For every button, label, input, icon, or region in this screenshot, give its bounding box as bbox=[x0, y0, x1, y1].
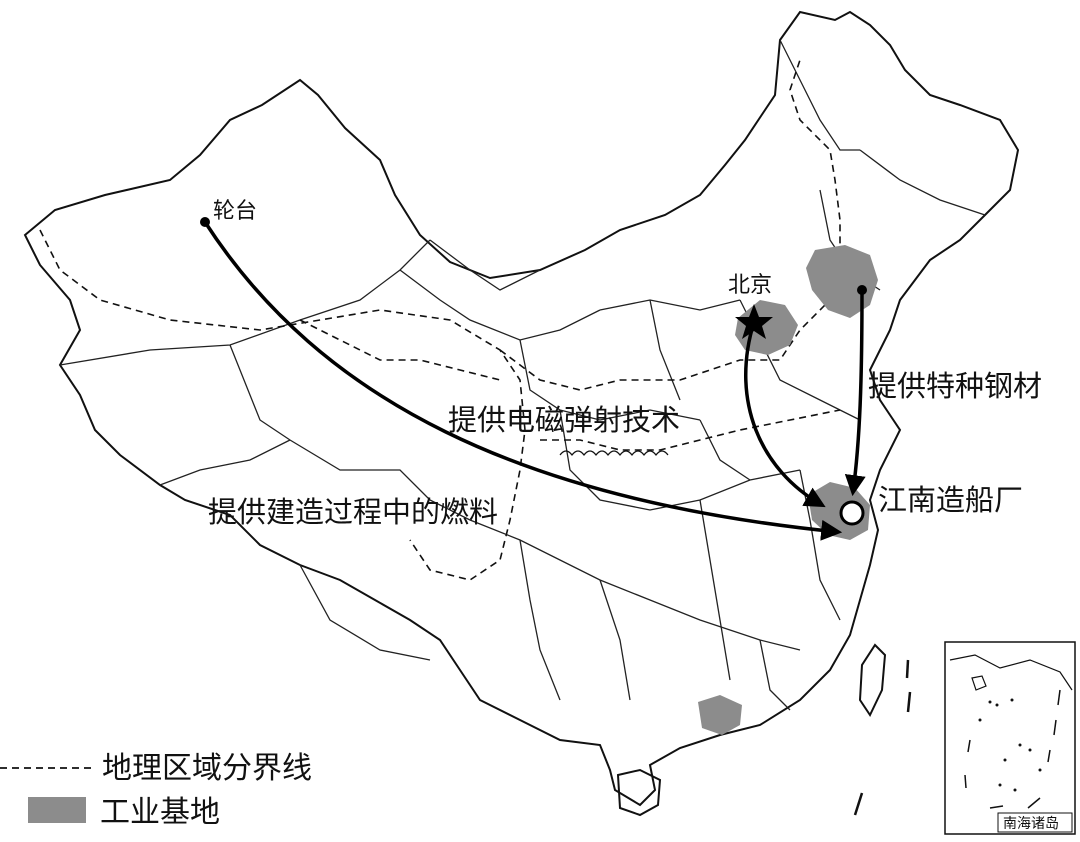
beijing-star-icon bbox=[735, 304, 773, 339]
taiwan-island bbox=[858, 643, 887, 718]
province-boundaries bbox=[59, 39, 986, 711]
flow-label-steel: 提供特种钢材 bbox=[868, 369, 1042, 403]
flow-arrow-fuel bbox=[203, 221, 843, 541]
legend-industrial-label: 工业基地 bbox=[100, 795, 220, 830]
legend-boundary-label: 地理区域分界线 bbox=[102, 751, 312, 786]
flow-arrow-steel bbox=[844, 289, 866, 497]
legend: 地理区域分界线 工业基地 bbox=[0, 751, 312, 830]
river-marks bbox=[559, 450, 669, 456]
industrial-base-liaozhong bbox=[806, 245, 878, 318]
luntai-point bbox=[200, 217, 210, 227]
industrial-base-zhujiang bbox=[698, 695, 742, 735]
shipyard-circle-icon bbox=[839, 500, 865, 526]
beijing-label: 北京 bbox=[728, 273, 772, 298]
shipyard-label: 江南造船厂 bbox=[878, 483, 1023, 517]
hainan-island bbox=[616, 768, 662, 817]
country-outline bbox=[23, 10, 1020, 807]
coast-marks bbox=[853, 659, 912, 816]
region-boundary-lines bbox=[39, 59, 841, 581]
flow-label-fuel: 提供建造过程中的燃料 bbox=[208, 495, 498, 529]
flow-arrows bbox=[203, 221, 866, 541]
flow-arrow-emals bbox=[744, 321, 826, 508]
inset-label: 南海诸岛 bbox=[1003, 816, 1059, 832]
south-china-sea-inset: 南海诸岛 bbox=[944, 641, 1076, 835]
legend-gray-swatch bbox=[28, 797, 86, 823]
luntai-label: 轮台 bbox=[213, 199, 257, 224]
flow-label-emals: 提供电磁弹射技术 bbox=[448, 403, 680, 437]
steel-source-point bbox=[857, 285, 867, 295]
